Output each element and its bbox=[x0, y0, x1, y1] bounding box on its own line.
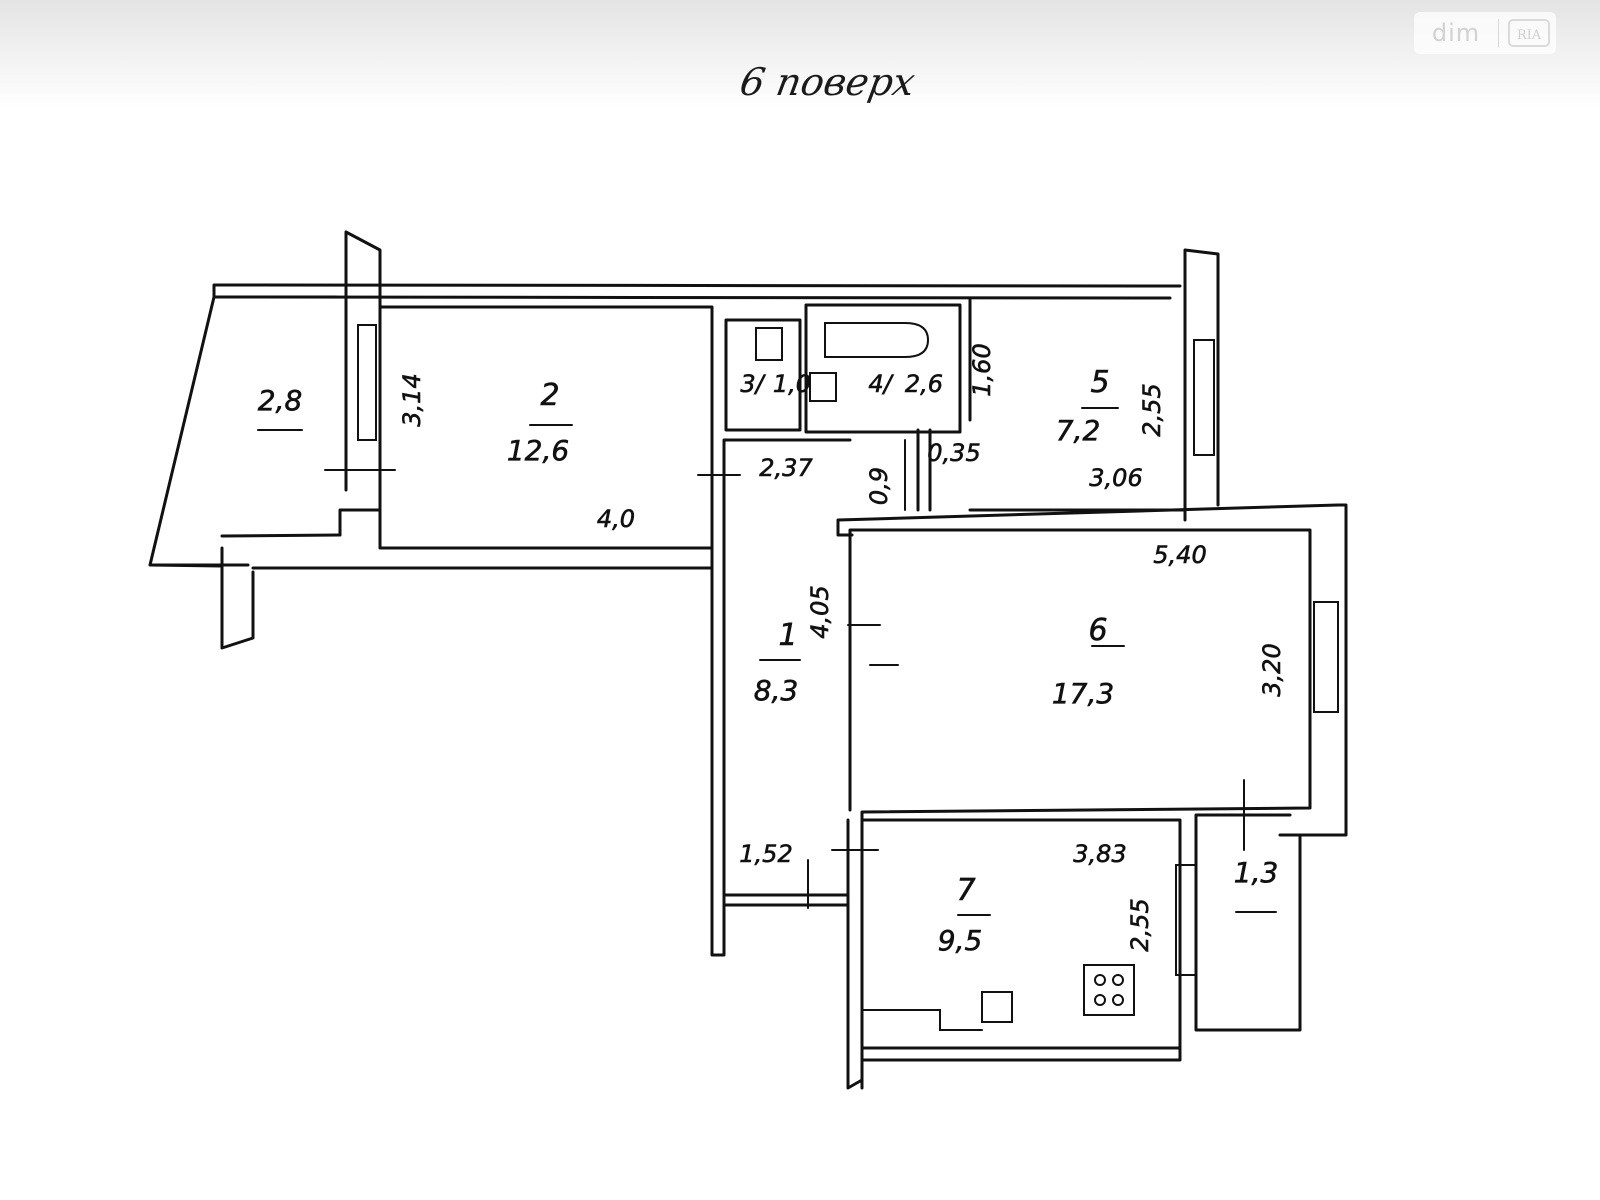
room-area-4: 2,6 bbox=[905, 370, 943, 398]
room-area-9: 1,3 bbox=[1234, 856, 1279, 889]
corridor-walls bbox=[710, 438, 852, 957]
dimension-label: 0,9 bbox=[865, 467, 893, 505]
window-room-6 bbox=[1313, 601, 1339, 713]
stove-icon bbox=[1083, 964, 1135, 1016]
window-room-5 bbox=[1193, 339, 1215, 456]
room-area-6: 8,3 bbox=[754, 674, 799, 707]
room-area-8: 9,5 bbox=[938, 924, 983, 957]
loggia-outline bbox=[148, 295, 342, 568]
stove-burner-2 bbox=[1112, 974, 1124, 986]
storage-outline bbox=[1194, 813, 1302, 1032]
corridor-bottom bbox=[722, 893, 850, 907]
room-6-outline bbox=[836, 503, 1348, 1090]
dimension-label: 2,37 bbox=[759, 454, 813, 482]
top-fade-background bbox=[0, 0, 1600, 110]
dimension-label: 3,20 bbox=[1258, 643, 1286, 696]
room-area-7: 17,3 bbox=[1052, 677, 1114, 710]
dimension-label: 4,0 bbox=[597, 505, 635, 533]
stove-burner-1 bbox=[1094, 974, 1106, 986]
dimension-label: 3,06 bbox=[1089, 464, 1142, 492]
toilet-outline bbox=[724, 318, 802, 432]
ria-logo-icon: RIA bbox=[1508, 19, 1550, 47]
room-area-2: 12,6 bbox=[507, 434, 569, 467]
dimension-label: 1,52 bbox=[739, 840, 792, 868]
dimension-label: 3,83 bbox=[1073, 840, 1126, 868]
boiler-icon bbox=[981, 991, 1013, 1023]
bath-outline bbox=[804, 303, 962, 434]
counter bbox=[861, 1009, 983, 1031]
svg-text:RIA: RIA bbox=[1517, 28, 1542, 43]
room-2-outline bbox=[378, 305, 714, 550]
stove-burner-3 bbox=[1094, 994, 1106, 1006]
stove-burner-4 bbox=[1112, 994, 1124, 1006]
dimension-label: 2,55 bbox=[1138, 383, 1166, 436]
dimension-label: 1,60 bbox=[968, 343, 996, 396]
window-left bbox=[357, 324, 377, 441]
room-area-5: 7,2 bbox=[1056, 414, 1101, 447]
room-7-outline bbox=[846, 818, 1182, 1090]
left-pillar bbox=[338, 230, 382, 537]
dimension-labels: 3,14 4,0 2,37 1,60 2,55 3,06 0,9 0,35 5,40 4,05 3,… bbox=[398, 343, 1287, 952]
room-labels: 2,8 2 12,6 3/1,0 4/2,6 5 7,2 1 8,3 6 17,3 7 9,5 1,3 bbox=[257, 365, 1279, 958]
door-marks bbox=[324, 439, 1245, 909]
room-number-5: 5 bbox=[1090, 365, 1109, 400]
room-number-8: 7 bbox=[956, 873, 975, 908]
room-number-2: 2 bbox=[540, 378, 559, 413]
area-underlines bbox=[257, 407, 1277, 916]
watermark-divider bbox=[1498, 19, 1499, 47]
room-label-3: 3/ bbox=[740, 370, 766, 398]
dimension-label: 4,05 bbox=[806, 585, 834, 638]
watermark-text: dim bbox=[1431, 19, 1481, 47]
room-area-3: 1,0 bbox=[773, 370, 811, 398]
room-area-1: 2,8 bbox=[258, 384, 303, 417]
room-number-7: 6 bbox=[1088, 613, 1107, 648]
dimension-label: 2,55 bbox=[1126, 898, 1154, 951]
dimension-label: 3,14 bbox=[398, 373, 426, 426]
toilet-fixture bbox=[755, 327, 783, 361]
bathtub bbox=[824, 322, 930, 358]
room-5-outline bbox=[916, 248, 1220, 522]
room-label-4: 4/ bbox=[868, 370, 894, 398]
sink bbox=[809, 372, 837, 402]
dimension-label: 0,35 bbox=[927, 439, 980, 467]
dim-ria-watermark: dim RIA bbox=[1414, 12, 1556, 54]
window-room-7 bbox=[1175, 864, 1197, 976]
dimension-label: 5,40 bbox=[1153, 541, 1206, 569]
loggia-stub bbox=[220, 546, 255, 650]
outer-wall-top bbox=[212, 283, 1182, 300]
room-number-6: 1 bbox=[778, 618, 797, 653]
plan-walls bbox=[148, 230, 1348, 1090]
